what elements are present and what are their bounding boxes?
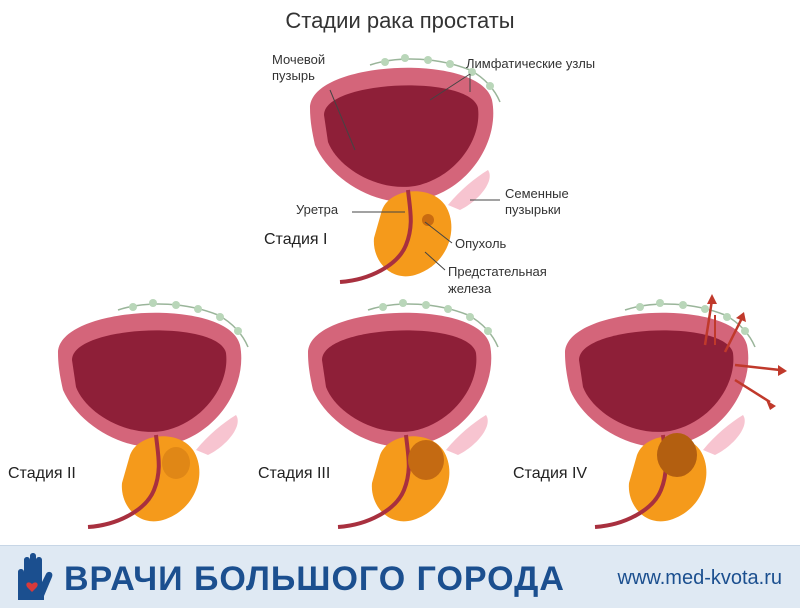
stage-label-4: Стадия IV (513, 465, 588, 482)
label-bladder-line2: пузырь (272, 68, 315, 83)
diagram-title: Стадии рака простаты (285, 8, 515, 33)
label-seminal-line1: Семенные (505, 186, 569, 201)
footer-banner: ВРАЧИ БОЛЬШОГО ГОРОДА www.med-kvota.ru (0, 545, 800, 608)
stage-label-3: Стадия III (258, 465, 331, 482)
label-urethra: Уретра (296, 202, 339, 217)
tumor-stage2 (162, 447, 190, 479)
label-bladder-line1: Мочевой (272, 52, 326, 67)
stage-4-organ (563, 297, 757, 529)
label-prostate-line2: железа (448, 281, 492, 296)
tumor-stage3 (408, 440, 444, 480)
label-lymph-nodes: Лимфатические узлы (466, 56, 596, 71)
label-prostate-line1: Предстательная (448, 264, 547, 279)
stage-label-2: Стадия II (8, 465, 76, 482)
label-seminal-line2: пузырьки (505, 202, 561, 217)
hand-heart-logo-icon (18, 553, 53, 600)
stage-label-1: Стадия I (264, 231, 328, 248)
anatomy-drawing (56, 52, 787, 529)
stage-3-organ (306, 297, 500, 529)
tumor-small (422, 214, 434, 226)
diagram-canvas: Стадии рака простаты (8, 8, 787, 529)
metastasis-arrows (703, 299, 781, 404)
site-url[interactable]: www.med-kvota.ru (617, 567, 783, 589)
stage-2-organ (56, 297, 250, 529)
label-tumor: Опухоль (455, 236, 507, 251)
brand-name: ВРАЧИ БОЛЬШОГО ГОРОДА (64, 560, 565, 598)
stage-1-organ (308, 52, 502, 284)
tumor-stage4 (657, 433, 697, 477)
leader-lines (329, 73, 500, 271)
